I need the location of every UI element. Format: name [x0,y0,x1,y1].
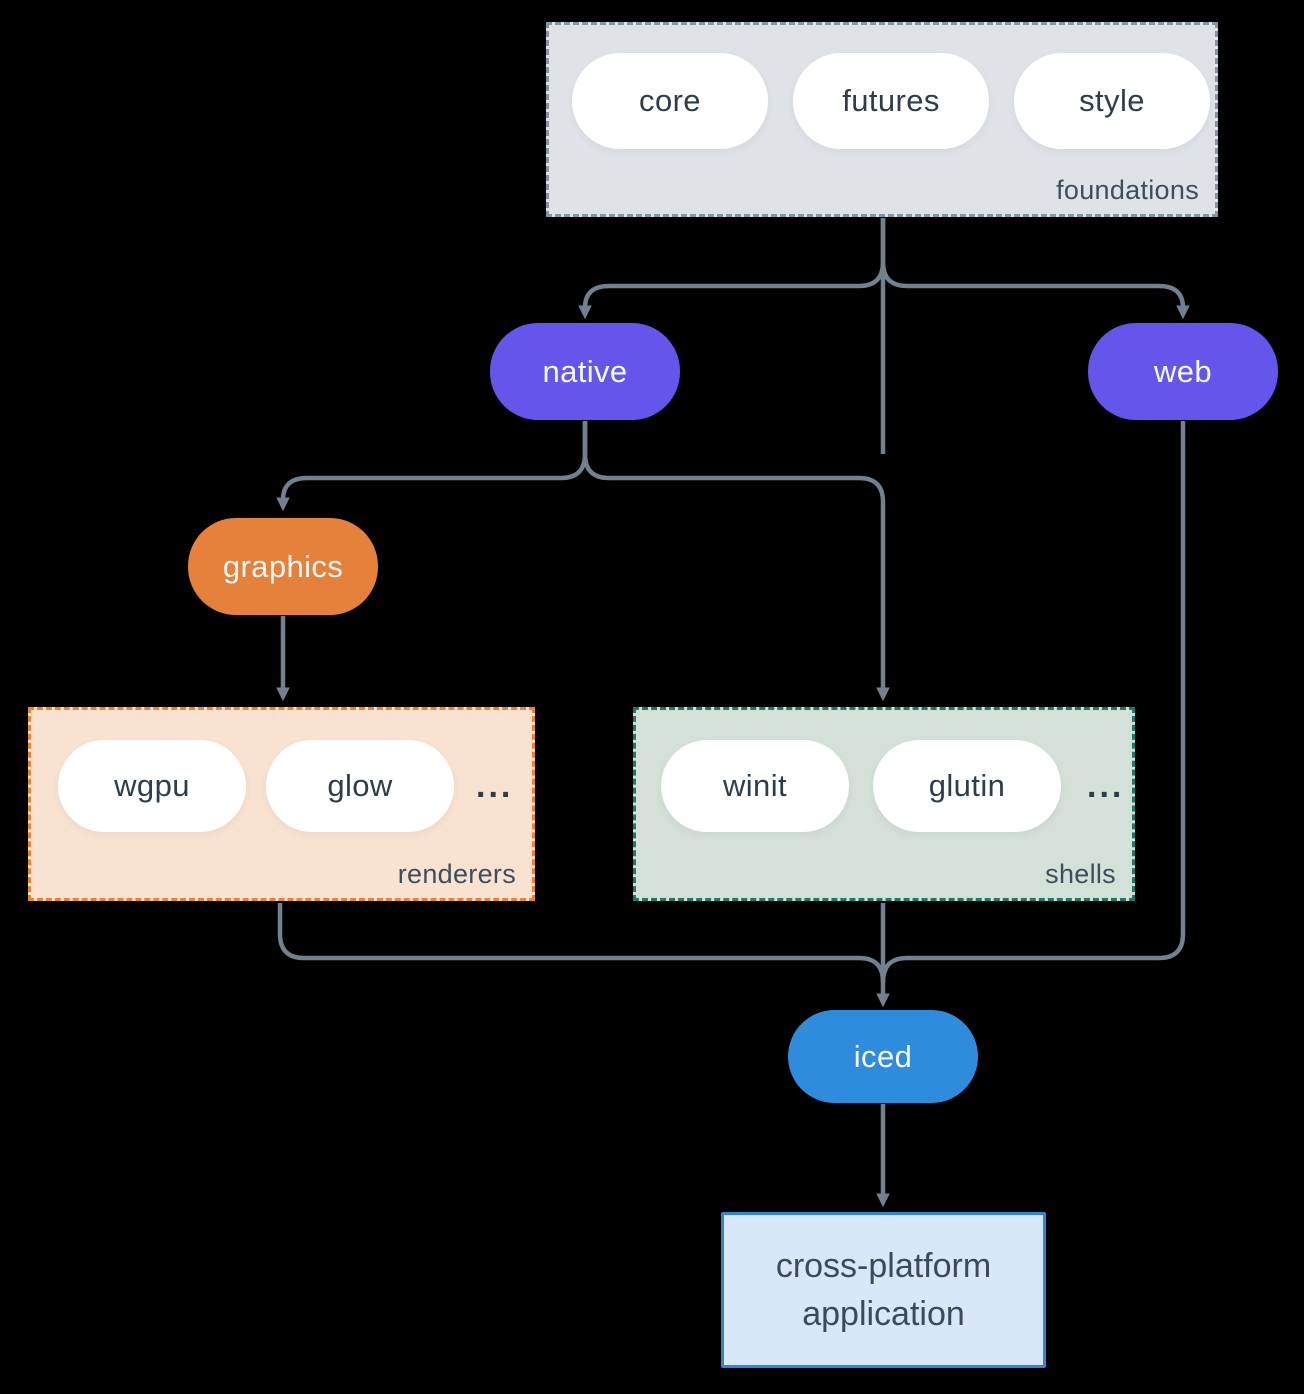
edge-renderers-iced [277,903,886,983]
edge-foundations-web [880,218,1190,320]
renderers-ellipsis: ... [476,766,514,805]
shells-ellipsis: ... [1087,766,1125,805]
shells-pill-row: winit glutin ... [661,740,1124,832]
cross-platform-application-label: cross-platform application [775,1247,992,1333]
node-winit: winit [661,740,849,832]
edge-native-shells [582,421,890,702]
node-graphics: graphics [188,518,378,615]
shells-group: winit glutin ... shells [633,707,1135,901]
foundations-group-label: foundations [1056,175,1199,205]
node-glow: glow [266,740,454,832]
edge-native-graphics [276,421,588,512]
node-futures: futures [793,53,989,149]
renderers-group-label: renderers [397,859,516,889]
node-native: native [490,323,680,420]
node-core: core [572,53,768,149]
renderers-pill-row: wgpu glow ... [58,740,513,832]
node-web: web [1088,323,1278,420]
node-glutin: glutin [873,740,1061,832]
node-wgpu: wgpu [58,740,246,832]
edge-web-iced [880,421,1186,983]
node-style: style [1014,53,1210,149]
foundations-group: core futures style foundations [546,22,1218,217]
foundations-pill-row: core futures style [572,53,1210,149]
node-iced: iced [788,1010,978,1103]
cross-platform-application-box: cross-platform application [721,1212,1046,1368]
renderers-group: wgpu glow ... renderers [28,707,535,901]
shells-group-label: shells [1045,859,1116,889]
